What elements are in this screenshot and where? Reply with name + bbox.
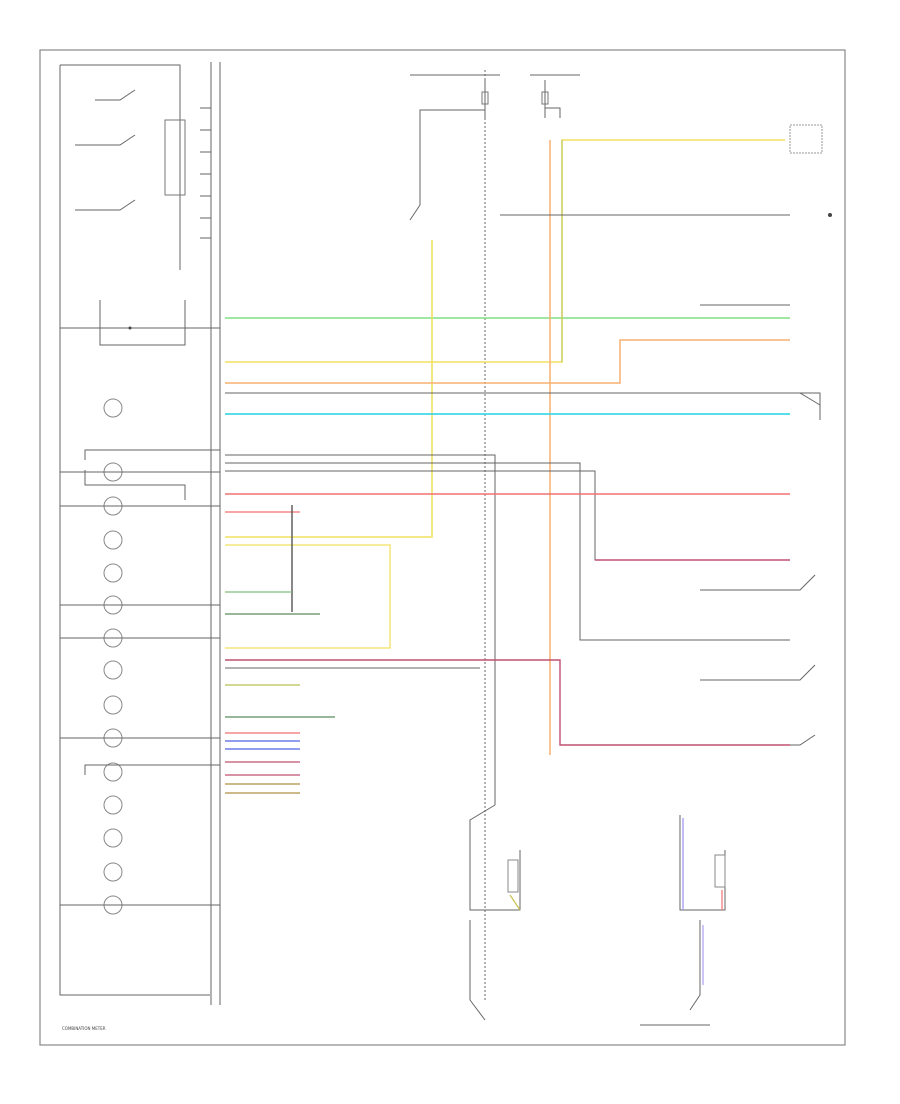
right-components bbox=[500, 124, 832, 746]
combination-meter-block bbox=[59, 62, 221, 1005]
gauge-resistor-block bbox=[164, 119, 186, 196]
meter-connector-pins bbox=[200, 107, 211, 239]
warning-lamps bbox=[103, 398, 123, 915]
lower-sensors bbox=[469, 804, 726, 1026]
wire-yellow bbox=[225, 139, 785, 363]
wire-yellow-2 bbox=[225, 240, 433, 538]
diagram-border bbox=[39, 49, 846, 1046]
wire-magenta bbox=[225, 659, 790, 746]
wire-orange bbox=[225, 339, 790, 384]
colored-wires bbox=[225, 139, 821, 805]
footer-left-label: COMBINATION METER bbox=[62, 1026, 106, 1031]
power-feeds bbox=[409, 70, 580, 1000]
